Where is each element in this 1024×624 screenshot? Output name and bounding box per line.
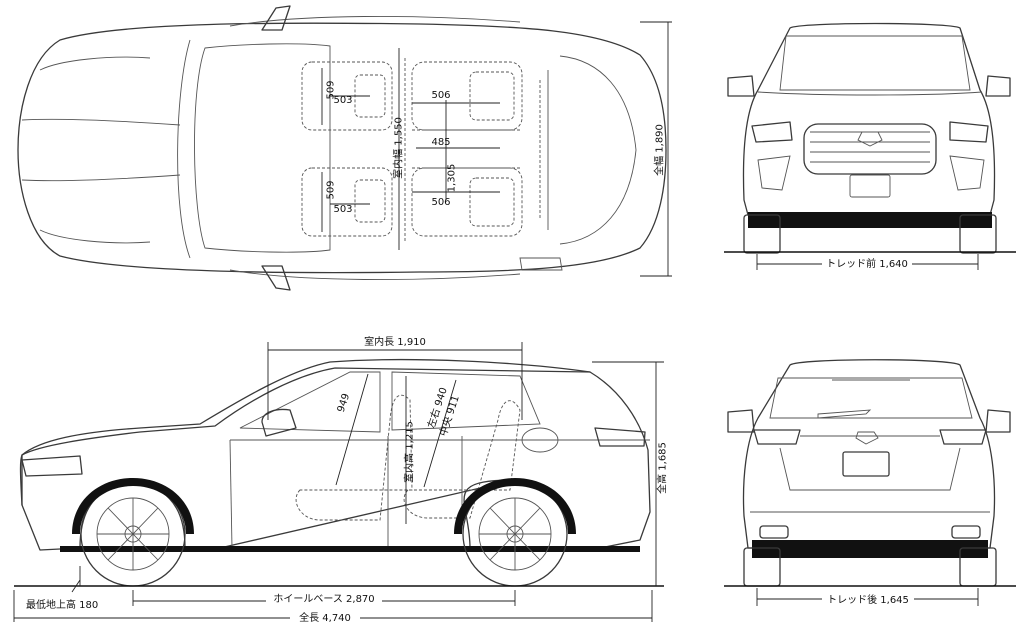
top-view (17, 5, 667, 291)
side-view (14, 358, 664, 587)
rear-view (724, 359, 1016, 606)
front-view (724, 22, 1016, 270)
label-tread-rear: トレッド後 1,645 (827, 593, 909, 606)
label-seat-width-front: 509 (326, 80, 337, 99)
label-seat-depth-front: 503 (333, 95, 352, 106)
label-seat-width-rear: 509 (326, 180, 337, 199)
label-second-row-gap: 485 (431, 137, 450, 148)
label-overall-width: 全幅 1,890 (653, 124, 666, 176)
label-wheelbase: ホイールベース 2,870 (273, 593, 374, 605)
label-second-row-width-top: 506 (431, 90, 450, 101)
label-ground-clearance: 最低地上高 180 (26, 598, 98, 611)
label-interior-width: 室内幅 1,550 (392, 117, 405, 179)
label-interior-height: 室内高 1,215 (403, 421, 416, 483)
top-view-dimensions (321, 21, 672, 277)
label-overall-length: 全長 4,740 (299, 611, 351, 624)
label-headroom-front: 949 (336, 392, 352, 414)
label-second-row-width-bottom: 506 (431, 197, 450, 208)
label-overall-height: 全高 1,685 (656, 442, 669, 494)
label-interior-length: 室内長 1,910 (364, 335, 426, 348)
label-seat-depth-rear: 503 (333, 204, 352, 215)
label-second-row-span: 1,305 (447, 164, 458, 193)
label-tread-front: トレッド前 1,640 (826, 257, 908, 270)
